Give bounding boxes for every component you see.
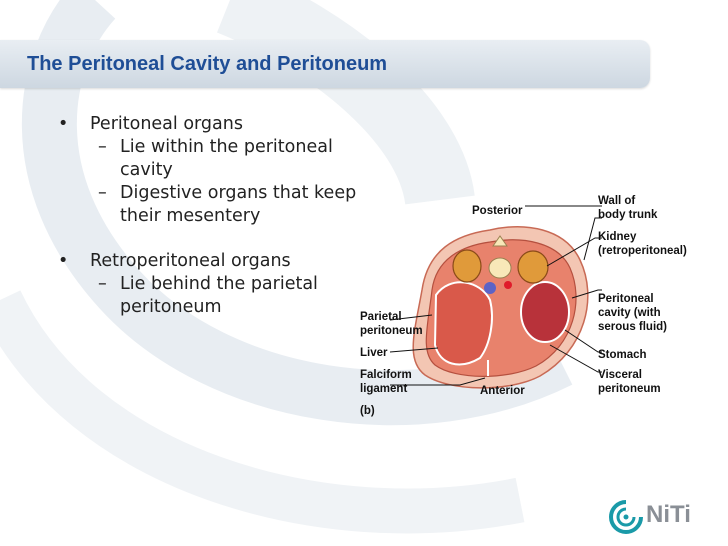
label-parietal-peritoneum-2: peritoneum [360, 325, 423, 337]
vertebra [488, 257, 512, 279]
vena-cava [484, 282, 496, 294]
sub-bullet-dash: – [98, 274, 107, 294]
liver [433, 281, 493, 366]
label-wall-2: body trunk [598, 209, 658, 221]
label-cavity-2: cavity (with [598, 307, 661, 319]
label-cavity-1: Peritoneal [598, 293, 654, 305]
sub-bullet-line: cavity [120, 160, 173, 180]
label-stomach: Stomach [598, 349, 647, 361]
sub-bullet-item: – Lie behind the parietal peritoneum [58, 273, 388, 319]
label-kidney-1: Kidney [598, 231, 637, 243]
sub-bullet-line: Lie behind the parietal [120, 274, 318, 294]
kidney-left [452, 249, 482, 283]
sub-bullet-dash: – [98, 183, 107, 203]
bullet-item: • Retroperitoneal organs [58, 250, 388, 273]
sub-bullet-line: Lie within the peritoneal [120, 137, 333, 157]
logo-text: NiTi [646, 501, 691, 528]
bullet-item: • Peritoneal organs [58, 113, 388, 136]
bullet-text: Retroperitoneal organs [90, 251, 291, 271]
vertebra-spine [492, 235, 508, 247]
slide-title: The Peritoneal Cavity and Peritoneum [27, 53, 388, 75]
title-bar [0, 40, 650, 88]
bullet-text: Peritoneal organs [90, 114, 243, 134]
anterior-label: Anterior [480, 385, 525, 397]
sub-bullet-line: their mesentery [120, 206, 261, 226]
peritoneum-figure: Posterior Anterior (b) Parietal peritone… [360, 195, 687, 417]
sub-bullet-line: peritoneum [120, 297, 222, 317]
stomach [520, 281, 570, 343]
label-parietal-peritoneum-1: Parietal [360, 311, 402, 323]
bullet-dot: • [58, 114, 69, 134]
posterior-label: Posterior [472, 205, 523, 217]
label-wall-1: Wall of [598, 195, 635, 207]
panel-label: (b) [360, 405, 375, 417]
label-liver: Liver [360, 347, 388, 359]
label-falciform-2: ligament [360, 383, 407, 395]
kidney-right [517, 250, 549, 284]
sub-bullet-item: – Lie within the peritoneal cavity [58, 136, 388, 182]
label-visceral-1: Visceral [598, 369, 642, 381]
sub-bullet-dash: – [98, 137, 107, 157]
bullet-dot: • [58, 251, 69, 271]
label-falciform-1: Falciform [360, 369, 412, 381]
sub-bullet-line: Digestive organs that keep [120, 183, 357, 203]
aorta [504, 281, 512, 289]
label-cavity-3: serous fluid) [598, 321, 667, 333]
sub-bullet-item: – Digestive organs that keep their mesen… [58, 182, 388, 228]
label-kidney-2: (retroperitoneal) [598, 245, 687, 257]
swirl-logo-icon [609, 500, 643, 534]
label-visceral-2: peritoneum [598, 383, 661, 395]
bullet-list: • Peritoneal organs – Lie within the per… [58, 113, 388, 319]
